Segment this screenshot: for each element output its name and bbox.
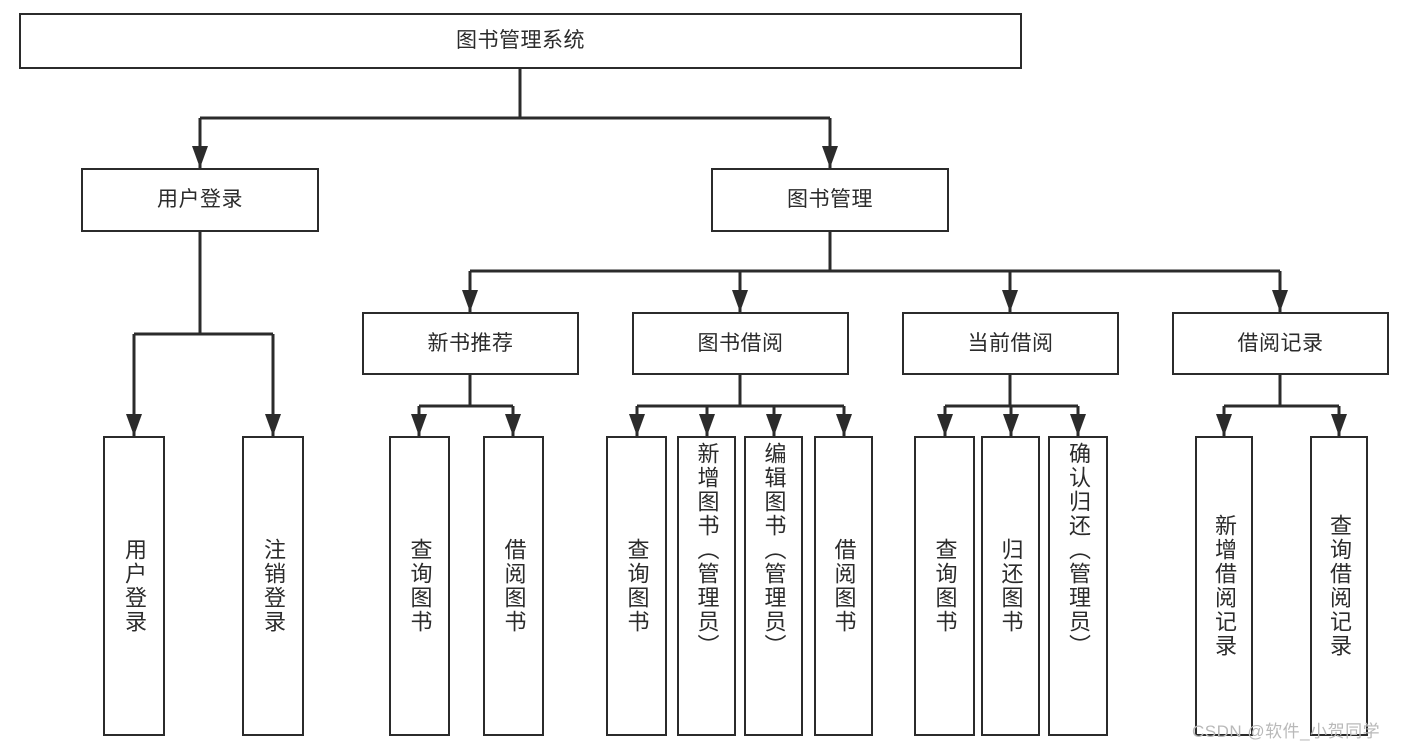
node-leaf-confirm-return[interactable]: 确认归还（管理员）: [1048, 436, 1108, 736]
node-label: 查询借阅记录: [1326, 514, 1352, 658]
node-label: 查询图书: [932, 538, 958, 634]
node-label: 借阅图书: [501, 538, 527, 634]
node-label: 新书推荐: [427, 331, 514, 355]
node-label: 新增借阅记录: [1211, 514, 1237, 658]
node-label: 编辑图书（管理员）: [761, 442, 787, 658]
node-leaf-query-record[interactable]: 查询借阅记录: [1310, 436, 1368, 736]
node-leaf-borrow-book-2[interactable]: 借阅图书: [814, 436, 873, 736]
node-label: 查询图书: [407, 538, 433, 634]
node-label: 用户登录: [157, 188, 243, 212]
node-borrow-record[interactable]: 借阅记录: [1172, 312, 1389, 375]
node-label: 借阅记录: [1237, 331, 1324, 355]
node-leaf-query-book-2[interactable]: 查询图书: [606, 436, 667, 736]
node-label: 注销登录: [260, 538, 286, 634]
node-leaf-logout[interactable]: 注销登录: [242, 436, 304, 736]
node-label: 图书借阅: [697, 331, 784, 355]
node-leaf-user-login[interactable]: 用户登录: [103, 436, 165, 736]
node-new-book-rec[interactable]: 新书推荐: [362, 312, 579, 375]
node-leaf-query-book-3[interactable]: 查询图书: [914, 436, 975, 736]
node-book-manage[interactable]: 图书管理: [711, 168, 949, 232]
node-label: 查询图书: [624, 538, 650, 634]
node-root[interactable]: 图书管理系统: [19, 13, 1022, 69]
node-leaf-borrow-book-1[interactable]: 借阅图书: [483, 436, 544, 736]
node-label: 新增图书（管理员）: [694, 442, 720, 658]
node-leaf-return-book[interactable]: 归还图书: [981, 436, 1040, 736]
node-leaf-edit-book[interactable]: 编辑图书（管理员）: [744, 436, 803, 736]
node-label: 确认归还（管理员）: [1065, 442, 1091, 658]
node-book-borrow[interactable]: 图书借阅: [632, 312, 849, 375]
node-label: 用户登录: [121, 538, 147, 634]
node-label: 当前借阅: [967, 331, 1054, 355]
node-label: 借阅图书: [831, 538, 857, 634]
node-label: 图书管理系统: [456, 29, 585, 53]
node-user-login[interactable]: 用户登录: [81, 168, 319, 232]
node-label: 归还图书: [998, 538, 1024, 634]
node-leaf-query-book-1[interactable]: 查询图书: [389, 436, 450, 736]
node-leaf-add-book[interactable]: 新增图书（管理员）: [677, 436, 736, 736]
node-leaf-add-record[interactable]: 新增借阅记录: [1195, 436, 1253, 736]
watermark-label: CSDN @软件_小贺同学: [1192, 722, 1381, 741]
node-label: 图书管理: [787, 188, 873, 212]
node-current-borrow[interactable]: 当前借阅: [902, 312, 1119, 375]
